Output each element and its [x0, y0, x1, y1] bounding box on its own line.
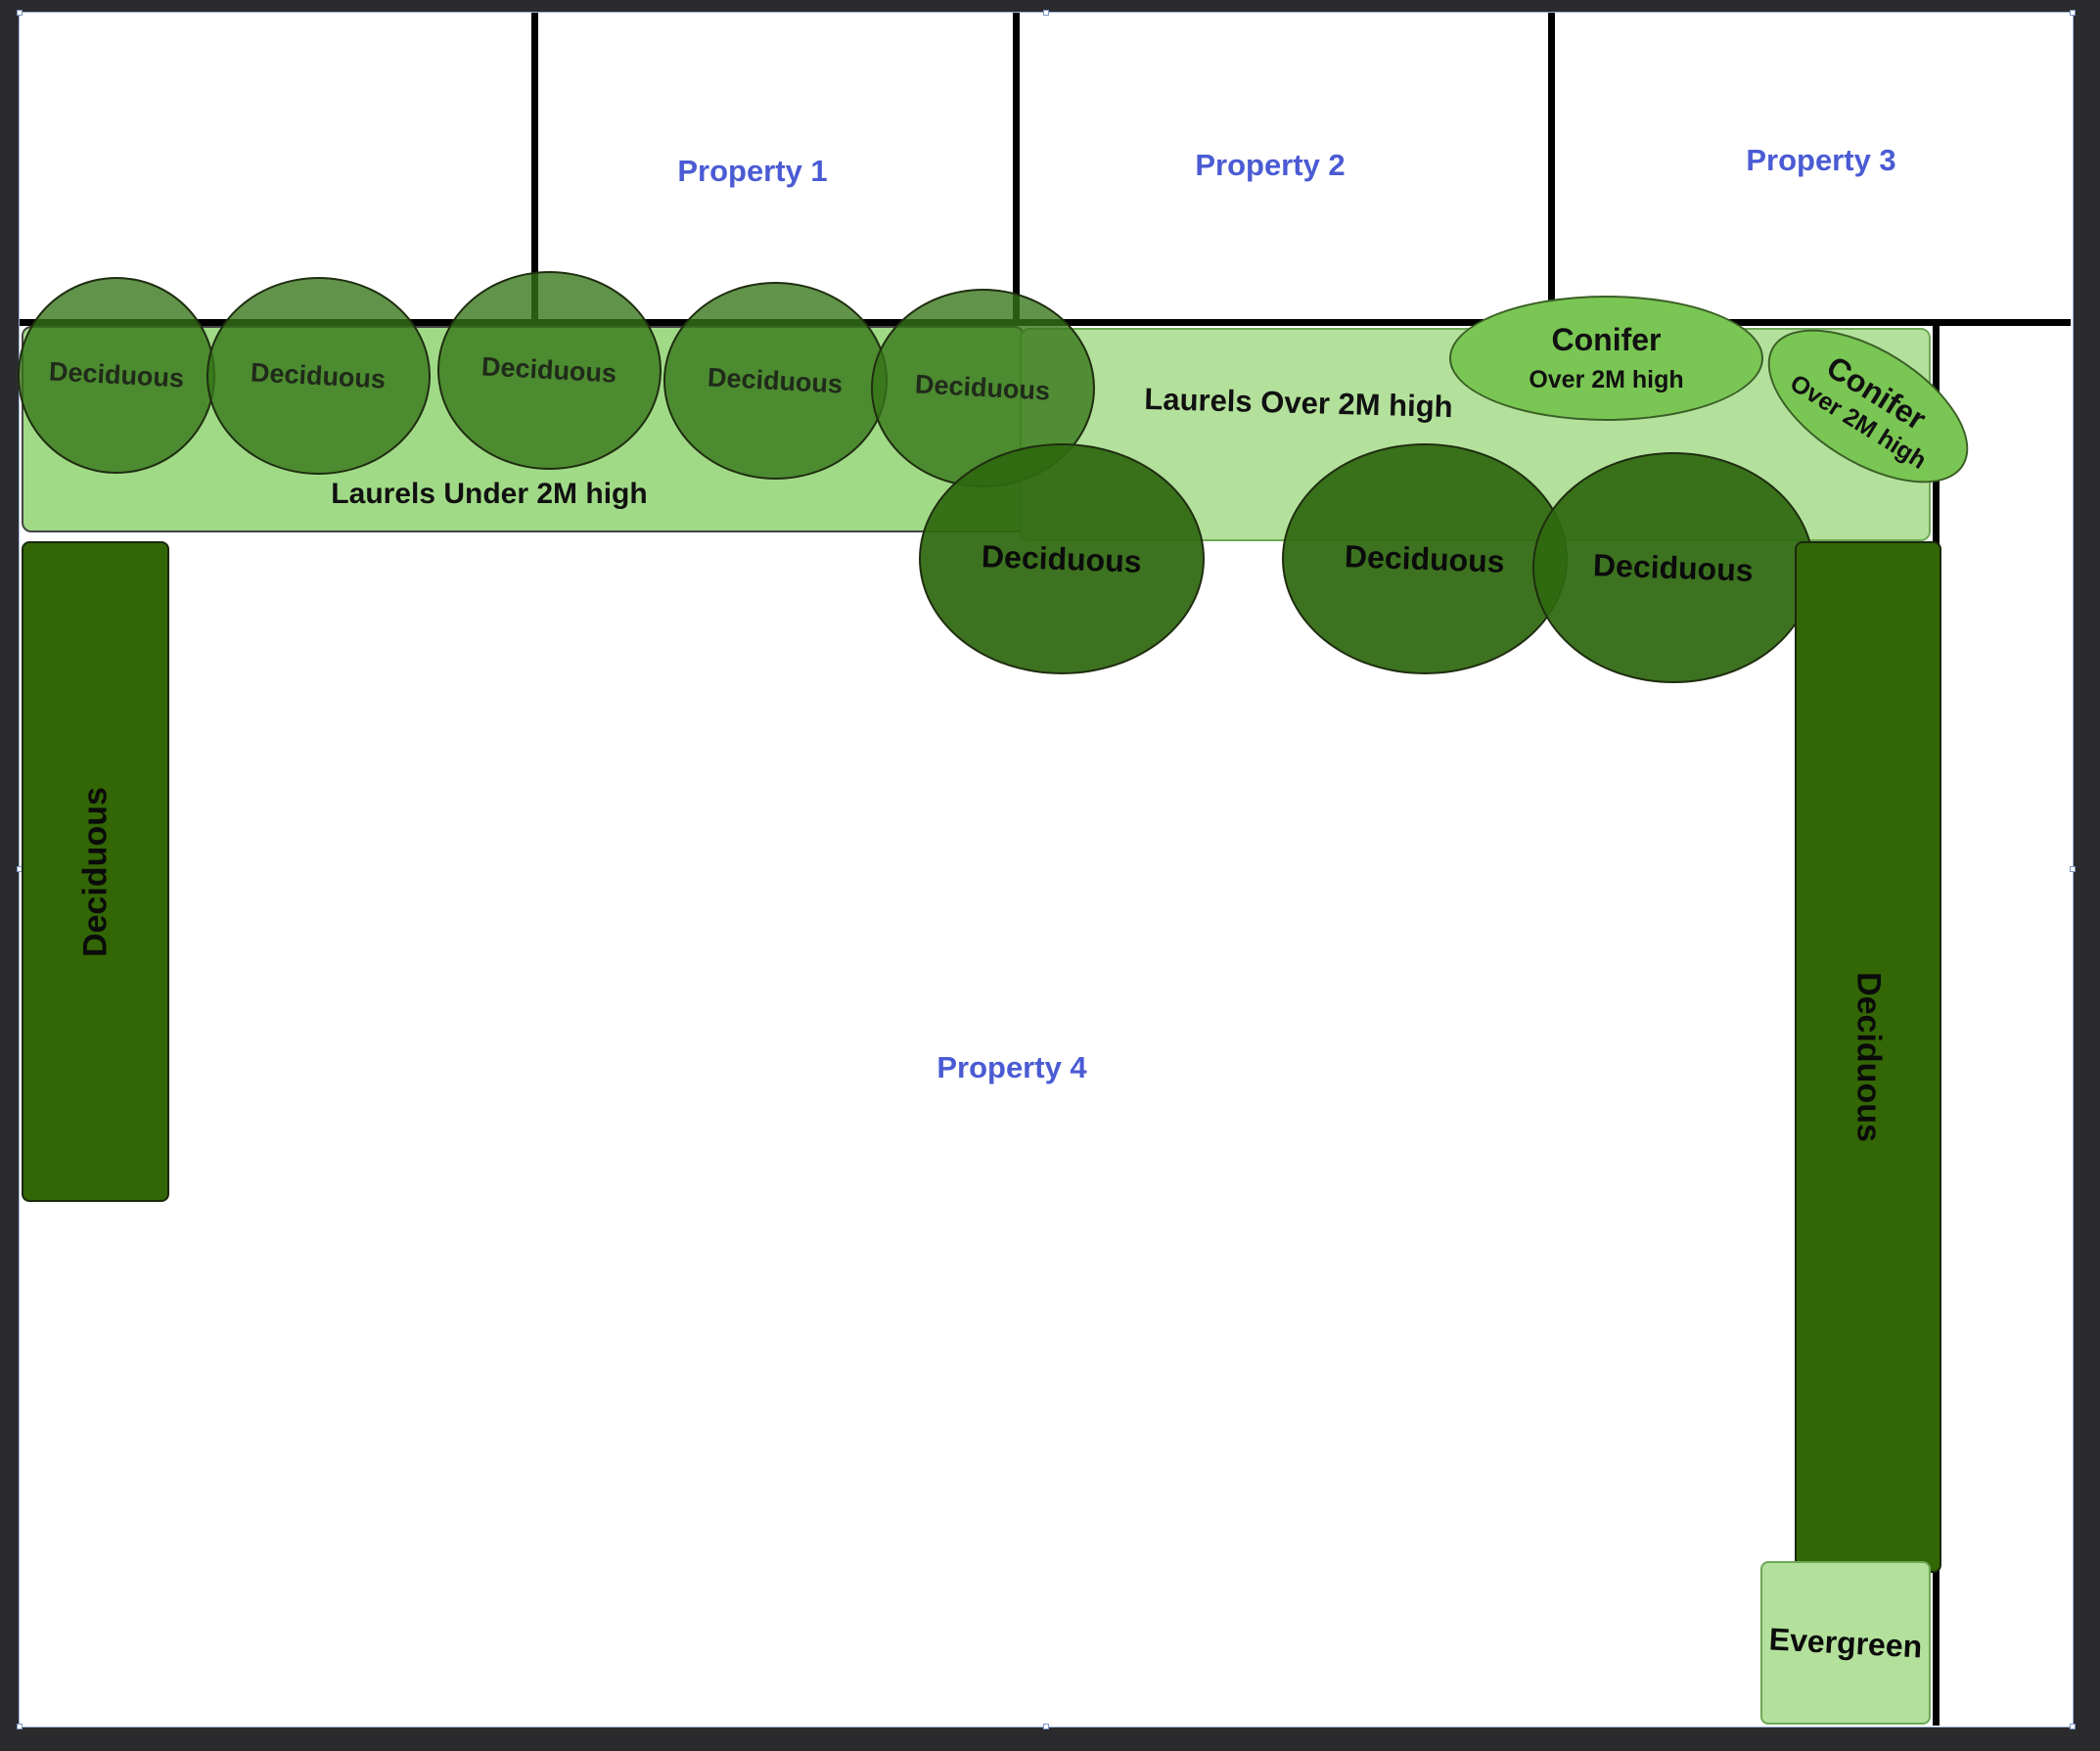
deciduous-tree-large[interactable]: Deciduous: [1282, 443, 1568, 674]
deciduous-tree-label: Deciduous: [1592, 546, 1755, 588]
conifer-name: Conifer: [1551, 322, 1662, 357]
deciduous-tree-label: Deciduous: [48, 356, 185, 393]
deciduous-tree[interactable]: Deciduous: [206, 277, 431, 475]
selection-handle[interactable]: [1043, 1724, 1049, 1729]
garden-plan-canvas: Property 1 Property 2 Property 3 Propert…: [17, 10, 2076, 1729]
deciduous-tree[interactable]: Deciduous: [663, 282, 888, 480]
deciduous-tree-label: Deciduous: [707, 361, 845, 399]
evergreen-label: Evergreen: [1767, 1620, 1924, 1665]
deciduous-strip-label: Deciduous: [1849, 972, 1888, 1142]
deciduous-tree-label: Deciduous: [250, 356, 388, 394]
boundary-line-p2-p3: [1548, 13, 1555, 302]
property-2-label: Property 2: [1195, 148, 1346, 182]
selection-handle[interactable]: [1043, 10, 1049, 16]
deciduous-tree-large[interactable]: Deciduous: [1532, 452, 1814, 683]
deciduous-strip-left[interactable]: Deciduous: [22, 541, 169, 1202]
boundary-line-p1-p2: [1013, 13, 1020, 326]
conifer-tree[interactable]: Conifer Over 2M high: [1449, 296, 1763, 421]
selection-handle[interactable]: [2070, 10, 2076, 16]
deciduous-tree-label: Deciduous: [1344, 537, 1506, 579]
evergreen-block[interactable]: Evergreen: [1760, 1561, 1931, 1725]
deciduous-tree[interactable]: Deciduous: [437, 271, 662, 470]
laurels-under-label: Laurels Under 2M high: [331, 478, 648, 510]
deciduous-tree[interactable]: Deciduous: [18, 277, 215, 474]
deciduous-tree-label: Deciduous: [914, 369, 1052, 406]
property-3-label: Property 3: [1746, 143, 1896, 177]
deciduous-tree-label: Deciduous: [981, 537, 1143, 579]
property-4-label: Property 4: [936, 1050, 1087, 1084]
deciduous-strip-right[interactable]: Deciduous: [1795, 541, 1941, 1573]
deciduous-tree-label: Deciduous: [480, 351, 618, 389]
boundary-line-p1-west: [531, 13, 538, 326]
deciduous-tree-large[interactable]: Deciduous: [919, 443, 1205, 674]
conifer-height: Over 2M high: [1529, 366, 1684, 393]
selection-handle[interactable]: [17, 10, 23, 16]
deciduous-strip-label: Deciduous: [76, 786, 114, 957]
selection-handle[interactable]: [2070, 1724, 2076, 1729]
selection-handle[interactable]: [2070, 866, 2076, 872]
selection-handle[interactable]: [17, 1724, 23, 1729]
property-1-label: Property 1: [677, 154, 828, 188]
